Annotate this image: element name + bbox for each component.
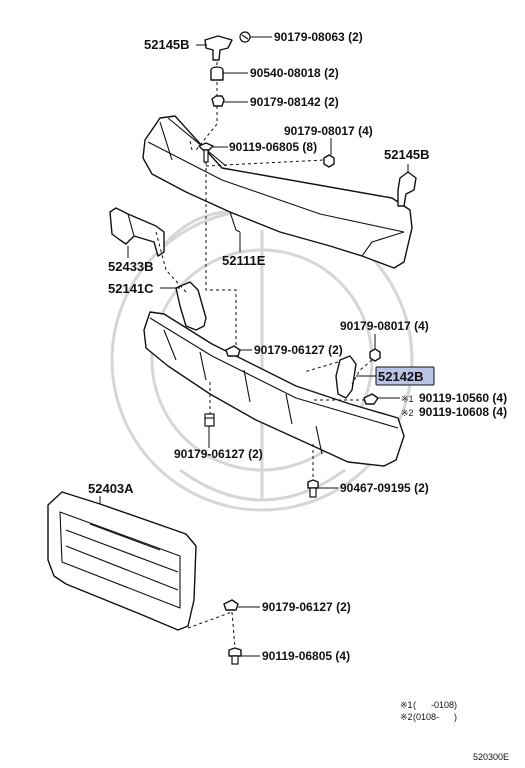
bolt-top-part[interactable] (239, 31, 251, 43)
bracket-right-part[interactable] (397, 171, 417, 207)
grille-part[interactable] (47, 491, 197, 631)
bracket-top-left-part[interactable] (204, 35, 233, 61)
footnote-2-text: (0108- ) (413, 712, 457, 722)
label-clip-lower-left[interactable]: 90179-06127 (2) (174, 447, 263, 461)
label-clip-center[interactable]: 90179-06127 (2) (254, 343, 343, 357)
label-bolt-note1[interactable]: 90119-10560 (4) (419, 391, 507, 405)
bumper-reinforcement[interactable] (143, 311, 405, 467)
clip-grille-part[interactable] (223, 599, 239, 611)
bolt-grille-part[interactable] (228, 647, 242, 665)
assembly-lines (155, 62, 373, 649)
bolt-note-part[interactable] (363, 393, 379, 405)
cushion-part[interactable] (210, 66, 224, 81)
label-bracket-top-left[interactable]: 52145B (144, 37, 190, 52)
bolt-upper-part[interactable] (198, 142, 214, 163)
bracket-left-part[interactable] (109, 207, 165, 257)
label-bolt-grille[interactable]: 90119-06805 (4) (262, 649, 350, 663)
label-bolt-note2[interactable]: 90119-10608 (4) (419, 405, 507, 419)
nut-right-upper-part[interactable] (323, 154, 335, 168)
label-bumper-cover[interactable]: 52111E (222, 253, 266, 268)
clip-lower-left-part[interactable] (204, 413, 215, 427)
mark-note1: ※1 (401, 394, 414, 404)
bumper-cover-part[interactable] (142, 115, 413, 269)
label-grille[interactable]: 52403A (88, 481, 134, 496)
label-bracket-left[interactable]: 52433B (108, 259, 154, 274)
label-nut-right-upper[interactable]: 90179-08017 (4) (284, 124, 373, 138)
leader-lines (99, 36, 409, 657)
retainer-right-part[interactable] (335, 355, 357, 399)
footnote-1-text: ( -0108) (413, 700, 457, 710)
nut-right-mid-part[interactable] (369, 348, 381, 362)
label-retainer-right[interactable]: 52142B (378, 369, 424, 384)
screw-lower-part[interactable] (307, 479, 319, 498)
footnote-2-mark: ※2 (400, 712, 413, 722)
nut-upper-part[interactable] (211, 95, 225, 107)
label-bracket-right[interactable]: 52145B (384, 147, 430, 162)
footnote-1-mark: ※1 (400, 700, 413, 710)
label-bolt-upper[interactable]: 90119-06805 (8) (229, 140, 317, 154)
diagram-code: 520300E (473, 752, 509, 762)
label-bolt-top[interactable]: 90179-08063 (2) (274, 30, 363, 44)
mark-note2: ※2 (401, 408, 414, 418)
label-retainer-left[interactable]: 52141C (108, 281, 154, 296)
label-nut-right-mid[interactable]: 90179-08017 (4) (340, 319, 429, 333)
label-clip-grille[interactable]: 90179-06127 (2) (262, 600, 351, 614)
retainer-left-part[interactable] (175, 281, 207, 331)
label-nut-upper[interactable]: 90179-08142 (2) (250, 95, 339, 109)
label-cushion[interactable]: 90540-08018 (2) (250, 66, 339, 80)
highlight-box (375, 366, 435, 386)
label-screw-lower[interactable]: 90467-09195 (2) (340, 481, 429, 495)
clip-center-part[interactable] (225, 345, 241, 357)
